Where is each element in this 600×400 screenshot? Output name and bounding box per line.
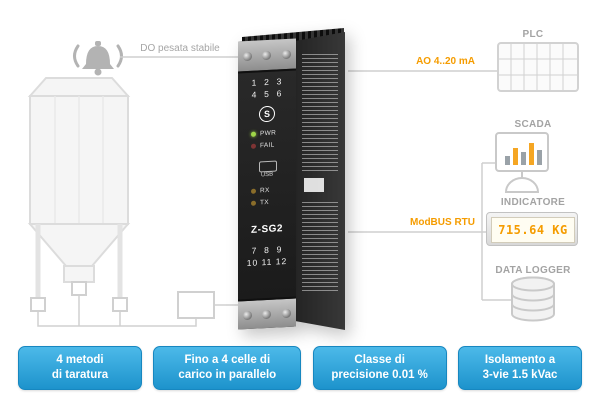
feature-pills: 4 metodi di taratura Fino a 4 celle di c… <box>18 346 582 390</box>
terminal-block-top <box>238 38 296 74</box>
fail-led <box>251 143 256 149</box>
feature-isolation: Isolamento a 3-vie 1.5 kVac <box>457 346 582 390</box>
modbus-line-label: ModBUS RTU <box>410 217 475 228</box>
junction-box <box>177 291 215 319</box>
indicator-value: 715.64 KG <box>498 223 568 237</box>
database-icon <box>511 276 555 322</box>
indicator-caption: INDICATORE <box>500 197 566 208</box>
brand-logo: S <box>259 105 275 123</box>
connection-lines <box>120 56 512 301</box>
terminal-screw <box>262 50 272 60</box>
feature-precision: Classe di precisione 0.01 % <box>312 346 447 390</box>
terminal-numbers-top-row2: 4 5 6 <box>251 88 283 100</box>
side-label-texture <box>302 54 338 172</box>
silo-illustration <box>27 77 240 327</box>
terminal-block-bottom <box>238 296 296 330</box>
usb-label: USB <box>260 171 274 179</box>
alarm-line-label: DO pesata stabile <box>140 43 220 54</box>
device-side-panel <box>295 32 345 330</box>
feature-load-cells: Fino a 4 celle di carico in parallelo <box>153 346 302 390</box>
terminal-numbers-bottom-row1: 7 8 9 <box>251 244 283 256</box>
feature-calibration: 4 metodi di taratura <box>18 346 142 390</box>
terminal-numbers-bottom-row2: 10 11 12 <box>246 255 288 269</box>
load-cell <box>112 297 128 312</box>
pwr-led <box>251 131 256 137</box>
scada-chart-bars <box>505 143 542 165</box>
plc-caption: PLC <box>522 29 544 40</box>
rx-led-label: RX <box>260 186 270 195</box>
side-label-patch <box>304 178 324 192</box>
terminal-numbers-top-row1: 1 2 3 <box>251 76 283 88</box>
scada-caption: SCADA <box>514 119 552 130</box>
device-front-panel: 1 2 3 4 5 6 S PWR FAIL USB RX TX Z-SG2 <box>238 38 296 330</box>
load-cell <box>30 297 46 312</box>
fail-led-label: FAIL <box>260 141 275 150</box>
alarm-bell-icon <box>73 41 123 76</box>
pwr-led-label: PWR <box>260 129 277 138</box>
tx-led <box>251 200 256 206</box>
weight-transmitter-device: 1 2 3 4 5 6 S PWR FAIL USB RX TX Z-SG2 <box>238 26 350 338</box>
rx-led-row: RX <box>251 187 270 195</box>
tx-led-label: TX <box>260 198 269 207</box>
scada-monitor-icon <box>495 132 549 193</box>
plc-icon <box>497 42 579 92</box>
datalogger-caption: DATA LOGGER <box>495 265 571 276</box>
indicator-screen: 715.64 KG <box>491 217 575 243</box>
device-model: Z-SG2 <box>251 223 283 236</box>
terminal-screw <box>243 51 253 61</box>
load-cell <box>71 281 87 296</box>
terminal-screw <box>281 49 291 59</box>
indicator-display: 715.64 KG <box>486 212 578 246</box>
fail-led-row: FAIL <box>251 142 275 150</box>
side-label-texture <box>302 202 338 294</box>
tx-led-row: TX <box>251 199 269 207</box>
rx-led <box>251 188 256 194</box>
terminal-screw <box>281 308 291 318</box>
terminal-screw <box>243 310 253 320</box>
terminal-screw <box>262 309 272 319</box>
ao-line-label: AO 4..20 mA <box>416 56 475 67</box>
pwr-led-row: PWR <box>251 130 276 138</box>
